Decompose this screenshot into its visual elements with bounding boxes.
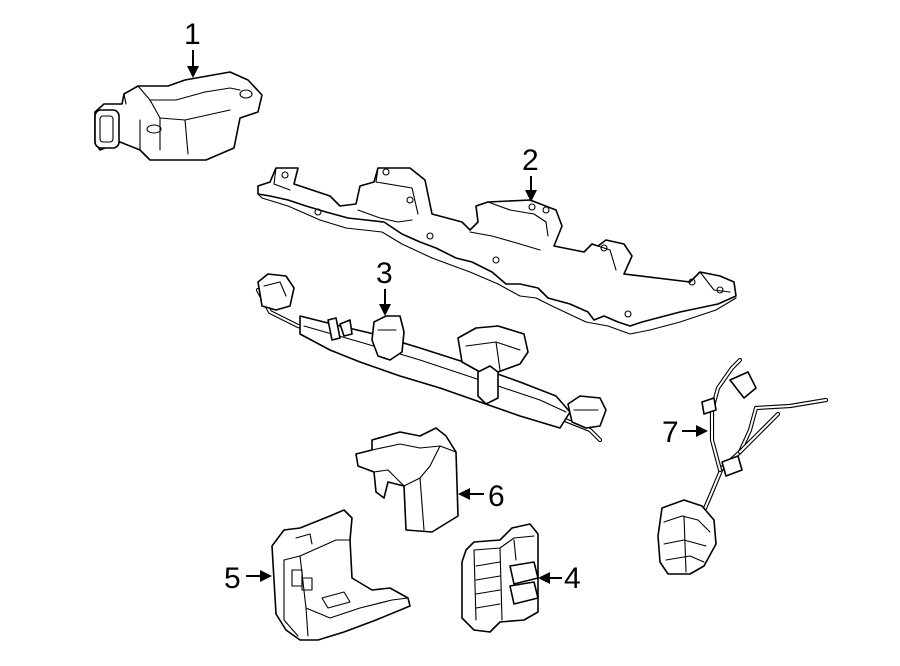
part-5-module-tray[interactable] bbox=[271, 509, 411, 641]
callout-5-arrowhead bbox=[260, 570, 272, 582]
callout-1-label: 1 bbox=[184, 18, 201, 51]
callout-3: 3 bbox=[376, 257, 393, 316]
callout-4: 4 bbox=[538, 562, 581, 595]
callout-4-label: 4 bbox=[564, 562, 581, 595]
part-4-control-module[interactable] bbox=[461, 523, 539, 633]
callout-2-arrowhead bbox=[525, 190, 537, 202]
callout-3-arrowhead bbox=[379, 304, 391, 316]
callout-5: 5 bbox=[224, 562, 272, 595]
callout-2-label: 2 bbox=[522, 144, 539, 177]
part-1-ignition-coil[interactable] bbox=[94, 71, 263, 161]
callout-5-label: 5 bbox=[224, 562, 241, 595]
callout-3-label: 3 bbox=[376, 257, 393, 290]
callout-7-label: 7 bbox=[662, 416, 679, 449]
callout-1-arrowhead bbox=[187, 66, 199, 78]
callout-6: 6 bbox=[458, 480, 505, 513]
part-3-wiring-harness[interactable] bbox=[255, 273, 607, 443]
part-7-connector-harness[interactable] bbox=[657, 357, 829, 575]
part-6-module-cover[interactable] bbox=[355, 427, 459, 533]
callout-2: 2 bbox=[522, 144, 539, 202]
callout-7-arrowhead bbox=[696, 425, 708, 437]
callout-6-label: 6 bbox=[488, 480, 505, 513]
part-2-coil-bracket[interactable] bbox=[257, 167, 737, 335]
callout-4-arrowhead bbox=[538, 572, 550, 584]
callout-7: 7 bbox=[662, 416, 708, 449]
callout-6-arrowhead bbox=[458, 488, 470, 500]
callout-1: 1 bbox=[184, 18, 201, 78]
